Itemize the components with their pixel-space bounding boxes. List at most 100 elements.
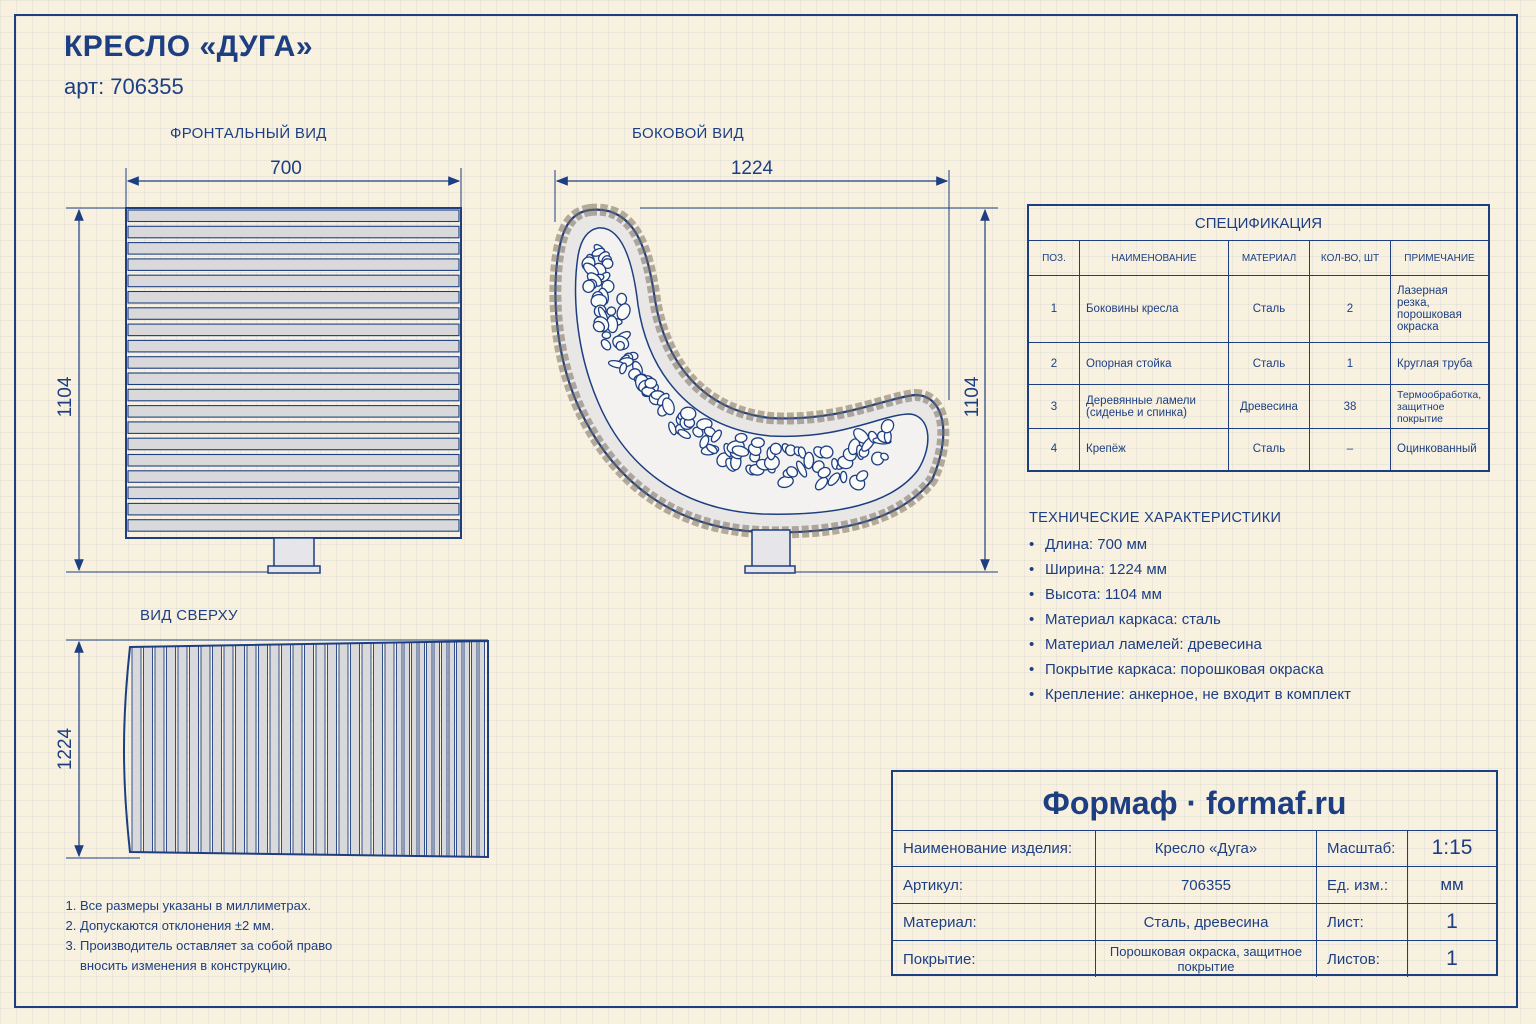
front-slat xyxy=(127,225,460,239)
tb-article-label: Артикул: xyxy=(893,866,1096,904)
laser-cut-cell xyxy=(606,306,617,316)
top-slat xyxy=(384,642,395,857)
top-slat xyxy=(258,644,268,855)
laser-cut-cell xyxy=(601,331,612,340)
front-slat xyxy=(127,486,460,500)
top-slat xyxy=(456,640,463,858)
technical-characteristics: ТЕХНИЧЕСКИЕ ХАРАКТЕРИСТИКИ Длина: 700 мм… xyxy=(1029,510,1351,707)
laser-cut-cell xyxy=(734,432,748,443)
tb-sheet-label: Лист: xyxy=(1316,903,1408,941)
spec-row: 4 Крепёж Сталь – Оцинкованный xyxy=(1027,428,1490,471)
laser-cut-cell xyxy=(839,470,848,484)
tb-sheets-label: Листов: xyxy=(1316,940,1408,977)
spec-pos: 2 xyxy=(1027,342,1080,385)
top-slat xyxy=(281,643,291,855)
top-slat xyxy=(403,641,410,857)
top-slat xyxy=(361,642,372,856)
spec-qty: 1 xyxy=(1309,342,1391,385)
tech-item: Длина: 700 мм xyxy=(1029,532,1351,557)
tb-unit-value: мм xyxy=(1407,866,1496,904)
top-slat xyxy=(433,641,440,857)
spec-material: Сталь xyxy=(1228,428,1310,471)
chair-slat-edges xyxy=(549,203,950,539)
side-base-plate xyxy=(744,565,796,574)
top-slat xyxy=(304,643,314,855)
front-view-label: ФРОНТАЛЬНЫЙ ВИД xyxy=(170,125,327,142)
spec-note: Круглая труба xyxy=(1390,342,1490,385)
spec-note: Оцинкованный xyxy=(1390,428,1490,471)
brand-name: Формаф · formaf.ru xyxy=(893,772,1496,831)
front-support-post xyxy=(273,537,315,569)
tb-coating-value: Порошковая окраска, защитное покрытие xyxy=(1095,940,1317,977)
laser-cut-cell xyxy=(616,292,628,306)
front-slat xyxy=(127,388,460,402)
article-number: арт: 706355 xyxy=(64,74,184,99)
tech-item: Высота: 1104 мм xyxy=(1029,582,1351,607)
tb-material-value: Сталь, древесина xyxy=(1095,903,1317,941)
tb-scale-value: 1:15 xyxy=(1407,830,1496,867)
top-slat xyxy=(200,645,211,854)
spec-name: Деревянные ламели (сиденье и спинка) xyxy=(1079,384,1229,429)
tech-item: Материал ламелей: древесина xyxy=(1029,632,1351,657)
spec-material: Сталь xyxy=(1228,342,1310,385)
laser-cut-cell xyxy=(814,476,829,491)
front-slat xyxy=(127,242,460,255)
top-slat xyxy=(350,642,360,856)
front-view: 700 1104 xyxy=(55,158,462,574)
spec-qty: 2 xyxy=(1309,275,1391,343)
top-outline xyxy=(123,639,489,859)
front-width-value: 700 xyxy=(270,158,302,179)
laser-cut-cell xyxy=(731,445,750,457)
spec-note: Лазерная резка, порошковая окраска xyxy=(1390,275,1490,343)
tb-product-label: Наименование изделия: xyxy=(893,830,1096,867)
laser-cut-cell xyxy=(880,419,895,434)
spec-header-name: НАИМЕНОВАНИЕ xyxy=(1079,240,1229,276)
front-slat xyxy=(127,519,460,532)
front-slat xyxy=(127,323,460,337)
front-slats xyxy=(127,209,460,532)
specification-table: СПЕЦИФИКАЦИЯ ПОЗ. НАИМЕНОВАНИЕ МАТЕРИАЛ … xyxy=(1027,204,1490,472)
front-slat xyxy=(127,307,460,320)
side-support-post xyxy=(751,529,791,569)
spec-caption: СПЕЦИФИКАЦИЯ xyxy=(1027,204,1490,241)
notes: Все размеры указаны в миллиметрах. Допус… xyxy=(62,896,380,976)
spec-header-material: МАТЕРИАЛ xyxy=(1228,240,1310,276)
top-slat xyxy=(235,644,245,854)
spec-header-note: ПРИМЕЧАНИЕ xyxy=(1390,240,1490,276)
front-slat xyxy=(127,356,460,369)
spec-pos: 4 xyxy=(1027,428,1080,471)
top-slat xyxy=(166,645,176,853)
laser-cut-cell xyxy=(592,320,606,333)
front-slat xyxy=(127,453,460,467)
spec-row: 1 Боковины кресла Сталь 2 Лазерная резка… xyxy=(1027,275,1490,343)
laser-cut-cell xyxy=(619,362,628,375)
laser-cut-cell xyxy=(705,443,718,455)
side-view-label: БОКОВОЙ ВИД xyxy=(632,125,744,142)
top-slat xyxy=(411,641,418,857)
laser-cut-cell xyxy=(750,437,765,449)
spec-qty: – xyxy=(1309,428,1391,471)
top-slat xyxy=(478,640,485,858)
top-slat xyxy=(426,641,433,857)
tech-item: Материал каркаса: сталь xyxy=(1029,607,1351,632)
top-slat xyxy=(154,646,165,853)
front-height-value: 1104 xyxy=(55,376,76,417)
top-slat xyxy=(143,646,153,853)
note-item: Допускаются отклонения ±2 мм. xyxy=(80,916,380,936)
front-slat xyxy=(127,274,460,288)
front-slat xyxy=(127,372,460,386)
laser-cut-pattern xyxy=(581,243,895,491)
spec-header-qty: КОЛ-ВО, ШТ xyxy=(1309,240,1391,276)
tech-item: Ширина: 1224 мм xyxy=(1029,557,1351,582)
tb-sheets-value: 1 xyxy=(1407,940,1496,977)
spec-name: Опорная стойка xyxy=(1079,342,1229,385)
tb-article-value: 706355 xyxy=(1095,866,1317,904)
laser-cut-cell xyxy=(644,377,658,389)
top-slat xyxy=(315,643,326,856)
spec-header-pos: ПОЗ. xyxy=(1027,240,1080,276)
top-view: 1224 xyxy=(55,639,489,859)
title-block: Формаф · formaf.ru Наименование изделия:… xyxy=(891,770,1498,977)
top-slat xyxy=(212,645,222,854)
